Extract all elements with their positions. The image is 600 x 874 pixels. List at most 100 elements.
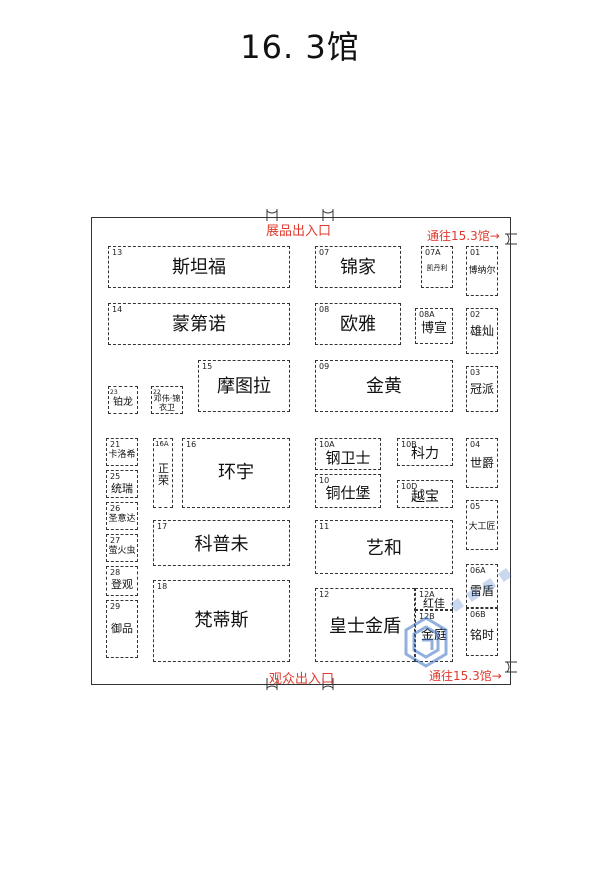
booth-number: 25 (110, 472, 121, 481)
booth-04[interactable]: 04 世爵 (466, 438, 498, 488)
booth-name: 红佳 (423, 597, 445, 610)
booth-25[interactable]: 25 统瑞 (106, 470, 138, 498)
booth-number: 12 (319, 590, 330, 599)
booth-29[interactable]: 29 御品 (106, 600, 138, 658)
booth-10[interactable]: 10 铜仕堡 (315, 474, 381, 508)
booth-22[interactable]: 22 邓伟·锦衣卫 (151, 386, 183, 414)
booth-17[interactable]: 17 科普未 (153, 520, 290, 566)
booth-16[interactable]: 16 环宇 (182, 438, 290, 508)
to-hall-bottom-label: 通往15.3馆→ (429, 669, 502, 683)
booth-name: 斯坦福 (172, 257, 226, 278)
door-icon (322, 678, 334, 690)
booth-09[interactable]: 09 金黄 (315, 360, 453, 412)
booth-18[interactable]: 18 梵蒂斯 (153, 580, 290, 662)
booth-number: 03 (470, 368, 481, 377)
page-title: 16. 3馆 (240, 28, 360, 66)
booth-name: 冠派 (469, 382, 494, 396)
booth-name: 钢卫士 (325, 449, 371, 467)
booth-name: 博宣 (420, 321, 447, 336)
booth-08[interactable]: 08 欧雅 (315, 303, 401, 345)
booth-number: 22 (153, 389, 161, 396)
door-icon (266, 678, 278, 690)
booth-name: 铜仕堡 (325, 484, 371, 502)
booth-number: 26 (110, 504, 121, 513)
booth-name: 摩图拉 (217, 376, 271, 397)
watermark-logo-icon (404, 568, 512, 668)
booth-27[interactable]: 27 萤火虫 (106, 534, 138, 562)
booth-name: 博纳尔 (468, 266, 496, 276)
booth-name: 环宇 (218, 462, 254, 483)
booth-26[interactable]: 26 圣意达 (106, 502, 138, 530)
booth-07A[interactable]: 07A 凯丹利 (421, 246, 453, 288)
booth-number: 18 (157, 582, 168, 591)
booth-21[interactable]: 21 卡洛希 (106, 438, 138, 466)
booth-number: 23 (110, 389, 118, 396)
booth-10B[interactable]: 10B 科力 (397, 438, 453, 466)
booth-11[interactable]: 11 艺和 (315, 520, 453, 574)
booth-10D[interactable]: 10D 越宝 (397, 480, 453, 508)
door-icon (505, 233, 517, 245)
booth-name: 锦家 (340, 257, 376, 278)
booth-number: 13 (112, 248, 123, 257)
booth-28[interactable]: 28 登观 (106, 566, 138, 596)
booth-number: 08 (319, 305, 330, 314)
booth-16A[interactable]: 16A 正荣 (153, 438, 173, 508)
booth-name: 卡洛希 (108, 450, 136, 460)
booth-number: 29 (110, 602, 121, 611)
door-icon (322, 209, 334, 221)
booth-name: 艺和 (366, 538, 402, 559)
booth-name: 统瑞 (111, 482, 133, 495)
booth-number: 01 (470, 248, 481, 257)
booth-number: 12B (419, 612, 435, 621)
booth-number: 07A (425, 248, 441, 257)
booth-number: 16 (186, 440, 197, 449)
booth-06A[interactable]: 06A 雷盾 (466, 564, 498, 608)
booth-name: 欧雅 (340, 314, 376, 335)
booth-02[interactable]: 02 雄灿 (466, 308, 498, 354)
booth-name: 登观 (111, 578, 133, 591)
booth-10A[interactable]: 10A 钢卫士 (315, 438, 381, 470)
booth-number: 02 (470, 310, 481, 319)
booth-08A[interactable]: 08A 博宣 (415, 308, 453, 344)
booth-number: 10 (319, 476, 330, 485)
booth-name: 蒙第诺 (172, 314, 226, 335)
door-icon (266, 209, 278, 221)
booth-23[interactable]: 23 铂龙 (108, 386, 138, 414)
door-icon (505, 661, 517, 673)
booth-number: 08A (419, 310, 435, 319)
booth-number: 14 (112, 305, 123, 314)
booth-name: 科力 (411, 446, 439, 462)
booth-number: 11 (319, 522, 330, 531)
booth-06B[interactable]: 06B 铭时 (466, 608, 498, 656)
booth-name: 越宝 (411, 489, 439, 505)
booth-number: 05 (470, 502, 481, 511)
booth-01[interactable]: 01 博纳尔 (466, 246, 498, 296)
booth-name: 雷盾 (469, 584, 494, 598)
booth-15[interactable]: 15 摩图拉 (198, 360, 290, 412)
booth-name: 世爵 (469, 456, 494, 470)
booth-name: 铂龙 (113, 397, 133, 408)
booth-number: 17 (157, 522, 168, 531)
booth-07[interactable]: 07 锦家 (315, 246, 401, 288)
booth-number: 07 (319, 248, 330, 257)
booth-number: 06B (470, 610, 486, 619)
booth-name: 大工匠 (468, 522, 496, 532)
booth-name: 梵蒂斯 (194, 610, 249, 631)
booth-number: 10D (401, 482, 418, 491)
booth-13[interactable]: 13 斯坦福 (108, 246, 290, 288)
booth-number: 10A (319, 440, 335, 449)
hall-outline (91, 217, 511, 685)
booth-12A[interactable]: 12A 红佳 (415, 588, 453, 610)
bottom-entrance-label: 观众出入口 (269, 672, 335, 687)
booth-number: 21 (110, 440, 121, 449)
booth-03[interactable]: 03 冠派 (466, 366, 498, 412)
booth-number: 15 (202, 362, 213, 371)
booth-name: 科普未 (194, 534, 249, 555)
booth-name: 铭时 (469, 628, 494, 642)
top-entrance-label: 展品出入口 (266, 224, 332, 239)
booth-12[interactable]: 12 皇士金盾 (315, 588, 415, 662)
booth-05[interactable]: 05 大工匠 (466, 500, 498, 550)
booth-number: 06A (470, 566, 486, 575)
booth-name: 凯丹利 (426, 264, 448, 272)
booth-14[interactable]: 14 蒙第诺 (108, 303, 290, 345)
